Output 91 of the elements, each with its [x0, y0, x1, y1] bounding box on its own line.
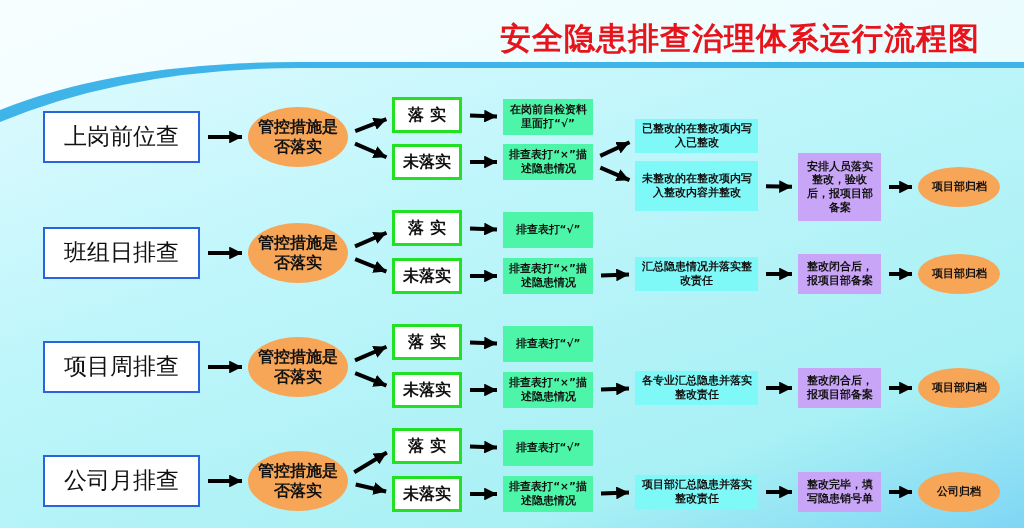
arrow [470, 155, 497, 169]
arrow [469, 222, 498, 236]
arrow [354, 141, 388, 160]
process-text: 已整改的在整改项内写入已整改 [640, 122, 753, 150]
process-box [798, 254, 881, 294]
arrow [889, 485, 912, 499]
arrow [600, 382, 630, 396]
result-box [392, 258, 462, 294]
decision-label: 管控措施是否落实 [257, 460, 339, 502]
arrow [470, 487, 497, 501]
arrow [766, 485, 792, 499]
arrow [353, 450, 388, 474]
result-label: 未落实 [403, 151, 451, 173]
arrow [354, 371, 388, 388]
process-text: 安排人员落实整改，验收后，报项目部备案 [805, 159, 874, 215]
result-label: 未落实 [403, 483, 451, 505]
arrow [208, 360, 242, 374]
process-box [503, 326, 593, 362]
result-box [392, 210, 462, 246]
stage-box [43, 227, 200, 279]
result-label: 落 实 [408, 104, 446, 126]
process-box [798, 472, 881, 512]
stage-label: 公司月排查 [64, 466, 179, 496]
arrow [765, 180, 793, 193]
process-text: 整改完毕，填写隐患销号单 [805, 478, 874, 506]
process-box [798, 153, 881, 221]
arrow [766, 381, 792, 395]
process-box [635, 161, 758, 211]
arrow [354, 117, 388, 134]
process-text: 整改闭合后，报项目部备案 [805, 374, 874, 402]
process-text: 排查表打“×”描述隐患情况 [508, 148, 588, 176]
arrow [600, 268, 630, 282]
arrow [354, 257, 388, 274]
decision-label: 管控措施是否落实 [257, 346, 339, 388]
arrow [600, 486, 630, 500]
arrow [766, 267, 792, 281]
process-box [798, 368, 881, 408]
diagram-title: 安全隐患排查治理体系运行流程图 [499, 19, 981, 58]
stage-label: 项目周排查 [64, 352, 179, 382]
stage-box [43, 341, 200, 393]
stage-label: 上岗前位查 [64, 122, 179, 152]
result-box [392, 372, 462, 408]
decision-label: 管控措施是否落实 [257, 232, 339, 274]
process-text: 未整改的在整改项内写入整改内容并整改 [640, 172, 753, 200]
arrow [208, 246, 242, 260]
process-text: 排查表打“√” [515, 441, 581, 455]
arrow [599, 165, 631, 182]
arrow [354, 230, 388, 249]
arrow [355, 482, 387, 495]
result-label: 落 实 [408, 331, 446, 353]
result-box [392, 97, 462, 133]
result-label: 未落实 [403, 265, 451, 287]
end-label: 项目部归档 [931, 267, 987, 281]
process-text: 在岗前自检资料里面打“√” [508, 103, 588, 131]
stage-label: 班组日排查 [64, 238, 179, 268]
arrow [354, 344, 388, 363]
arrow [470, 269, 497, 283]
result-box [392, 476, 462, 512]
end-label: 项目部归档 [931, 180, 987, 194]
result-box [392, 144, 462, 180]
end-label: 项目部归档 [931, 381, 987, 395]
stage-box [43, 455, 200, 507]
arrow [208, 474, 242, 488]
arrow [469, 336, 498, 350]
process-text: 汇总隐患情况并落实整改责任 [640, 260, 753, 288]
process-box [503, 430, 593, 466]
result-label: 未落实 [403, 379, 451, 401]
process-text: 排查表打“×”描述隐患情况 [508, 262, 588, 290]
process-text: 排查表打“×”描述隐患情况 [508, 376, 588, 404]
arrow [889, 180, 912, 194]
arrow [470, 383, 497, 397]
process-box [503, 212, 593, 248]
end-label: 公司归档 [937, 485, 981, 499]
result-label: 落 实 [408, 435, 446, 457]
process-text: 各专业汇总隐患并落实整改责任 [640, 374, 753, 402]
process-text: 排查表打“√” [515, 223, 581, 237]
arrow [889, 381, 912, 395]
stage-box [43, 111, 200, 163]
decision-label: 管控措施是否落实 [257, 116, 339, 158]
process-text: 项目部汇总隐患并落实整改责任 [640, 478, 753, 506]
process-text: 整改闭合后，报项目部备案 [805, 260, 874, 288]
arrow [208, 130, 242, 144]
arrow [469, 440, 498, 454]
arrow [469, 109, 498, 123]
process-text: 排查表打“×”描述隐患情况 [508, 480, 588, 508]
arrow [599, 140, 631, 158]
arrow [889, 267, 912, 281]
result-label: 落 实 [408, 217, 446, 239]
result-box [392, 428, 462, 464]
result-box [392, 324, 462, 360]
process-text: 排查表打“√” [515, 337, 581, 351]
